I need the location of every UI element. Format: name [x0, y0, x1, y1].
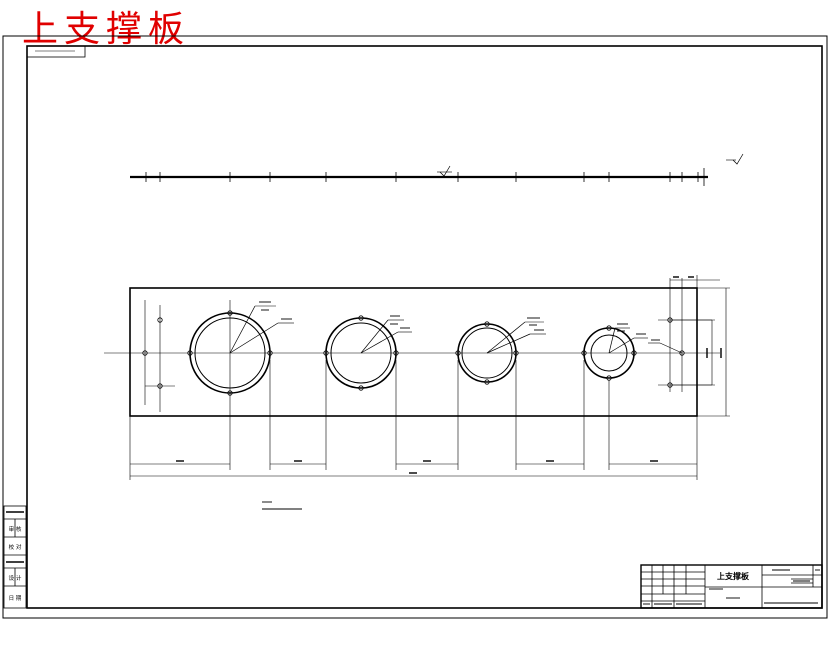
mounting-holes	[142, 317, 685, 389]
dimension-value-ticks	[176, 276, 722, 474]
side-label-design: 设 计	[9, 574, 22, 582]
hole-1	[187, 305, 294, 396]
hole-4	[581, 325, 648, 381]
sheet-border	[2, 35, 828, 619]
hole-callout-marks	[259, 301, 660, 341]
title-block-part-name: 上支撑板	[717, 571, 750, 581]
technical-notes	[262, 501, 302, 510]
title-block	[640, 564, 823, 609]
dimension-lines	[129, 275, 730, 480]
title-block-marks	[643, 569, 820, 605]
hole-3	[455, 321, 546, 385]
front-view-outline	[129, 287, 698, 417]
side-signature-panel	[3, 505, 27, 609]
drawing-number-box	[26, 45, 86, 58]
side-label-date: 日 期	[9, 595, 22, 602]
side-label-check: 校 对	[9, 543, 22, 551]
side-view	[130, 153, 744, 186]
hole-2	[323, 315, 412, 391]
drawing-title-watermark: 上支撑板	[22, 9, 191, 50]
side-label-review: 审 核	[9, 525, 22, 533]
